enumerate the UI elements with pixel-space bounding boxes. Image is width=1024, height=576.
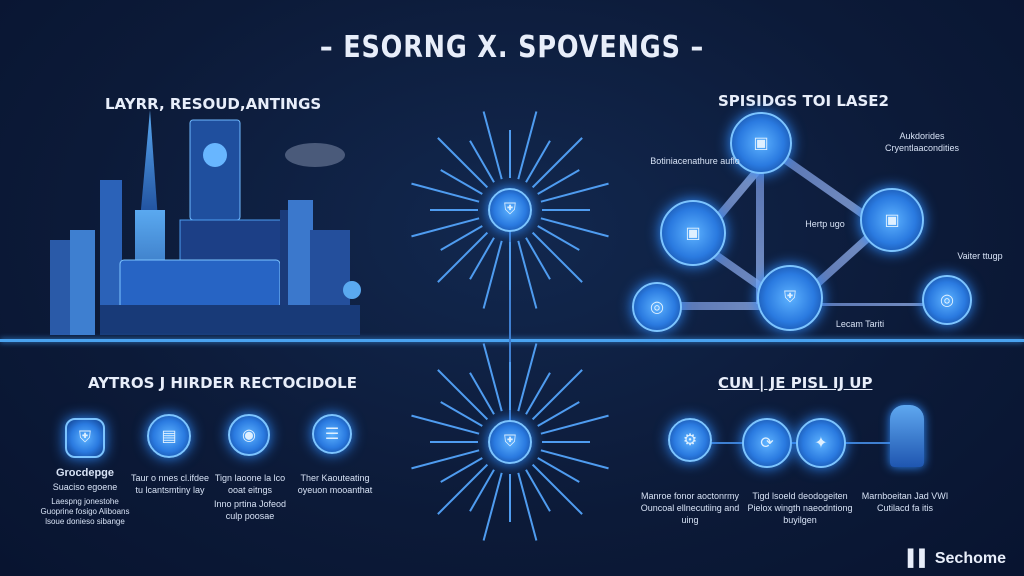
starburst-ray [525, 140, 551, 183]
brand-logo: ▌▌ Sechome [908, 550, 1006, 568]
section-heading-bottom-left: AYTROS J HIRDER RECTOCIDOLE [88, 374, 357, 392]
vertical-divider [509, 220, 511, 440]
section-heading-top-left: LAYRR, RESOUD,ANTINGS [105, 95, 322, 113]
starburst-ray [525, 469, 551, 512]
section-heading-top-right: SPISIDGS TOI LASE2 [718, 92, 889, 110]
starburst-ray [440, 457, 483, 483]
starburst-ray [525, 237, 551, 280]
document-icon: ☰ [312, 414, 352, 454]
network-node-shield: ⛨ [757, 265, 823, 331]
starburst-ray [440, 401, 483, 427]
starburst-ray [411, 414, 480, 435]
network-label: Botiniacenathure auflo [650, 156, 740, 166]
tools-icon: ✦ [796, 418, 846, 468]
starburst-ray [517, 240, 538, 309]
starburst-ray [517, 343, 538, 412]
shield-icon: ⛨ [488, 420, 532, 464]
network-label: Vaiter ttugp [957, 251, 1003, 261]
network-node-cube: ▣ [860, 188, 924, 252]
starburst-ray [437, 231, 489, 283]
device-icon: ▤ [147, 414, 191, 458]
starburst-ray [469, 140, 495, 183]
starburst-ray [537, 401, 580, 427]
starburst-ray [482, 472, 503, 541]
item-text: Taur o nnes cl.ifdee tu lcantsmtiny lay [130, 473, 210, 495]
starburst-ray [531, 137, 583, 189]
step-text: Manroe fonor aoctonrmy Ouncoal ellnecuti… [640, 491, 740, 525]
item-sub: Laespng jonestohe Guoprine fosigo Aliboa… [40, 497, 130, 526]
starburst-ray [537, 169, 580, 195]
sync-icon: ⟳ [742, 418, 792, 468]
logo-text: Sechome [934, 550, 1006, 567]
starburst-ray [482, 240, 503, 309]
starburst-ray [531, 463, 583, 515]
network-node: ◎ [922, 275, 972, 325]
connector [800, 303, 940, 306]
network-label: Hertp ugo [805, 219, 845, 229]
network-label: Lecam Tariti [835, 319, 885, 329]
starburst-ray [531, 231, 583, 283]
starburst-ray [469, 237, 495, 280]
step-text: Marnboeitan Jad VWI Cutilacd fa itis [861, 491, 949, 513]
city-illustration [50, 110, 361, 335]
network-node-cube: ▣ [730, 112, 792, 174]
starburst-ray [469, 372, 495, 415]
starburst-ray [531, 369, 583, 421]
starburst-ray [437, 463, 489, 515]
starburst-ray [517, 111, 538, 180]
item-text: Tign laoone la lco ooat eitngs [214, 473, 286, 495]
item-text: Suaciso egoene [52, 482, 118, 492]
item-title: Grocdepge [55, 467, 115, 479]
logo-icon: ▌▌ [907, 550, 931, 567]
eye-icon: ◉ [228, 414, 270, 456]
starburst-ray [482, 343, 503, 412]
starburst-ray [540, 414, 609, 435]
network-node-cube: ▣ [660, 200, 726, 266]
starburst-ray [537, 457, 580, 483]
step-text: Tigd lsoeld deodogeiten Pielox wingth na… [747, 491, 853, 525]
gear-icon: ⚙ [668, 418, 712, 462]
starburst-ray [525, 372, 551, 415]
starburst-ray [482, 111, 503, 180]
starburst-ray [540, 182, 609, 203]
starburst-ray [437, 369, 489, 421]
starburst-ray [537, 225, 580, 251]
starburst-ray [469, 469, 495, 512]
starburst-ray [411, 449, 480, 470]
starburst-ray [517, 472, 538, 541]
section-heading-bottom-right: CUN | JE PISL IJ UP [718, 374, 873, 392]
shield-icon: ⛨ [488, 188, 532, 232]
starburst-ray [540, 449, 609, 470]
bottle-icon [890, 405, 924, 467]
starburst-ray [437, 137, 489, 189]
starburst-ray [440, 169, 483, 195]
starburst-ray [540, 217, 609, 238]
item-sub: Inno prtina Jofeod culp poosae [213, 499, 287, 521]
shield-icon: ⛨ [65, 418, 105, 458]
horizontal-divider [0, 339, 1024, 342]
connector [670, 302, 780, 310]
starburst-ray [440, 225, 483, 251]
item-text: Ther Kaouteating oyeuon mooanthat [297, 473, 373, 495]
page-title: – ESORNG X. SPOVENGS – [319, 30, 705, 65]
network-label: Aukdorides Cryentlaacondities [884, 131, 960, 153]
starburst-ray [411, 182, 480, 203]
starburst-ray [411, 217, 480, 238]
network-node: ◎ [632, 282, 682, 332]
